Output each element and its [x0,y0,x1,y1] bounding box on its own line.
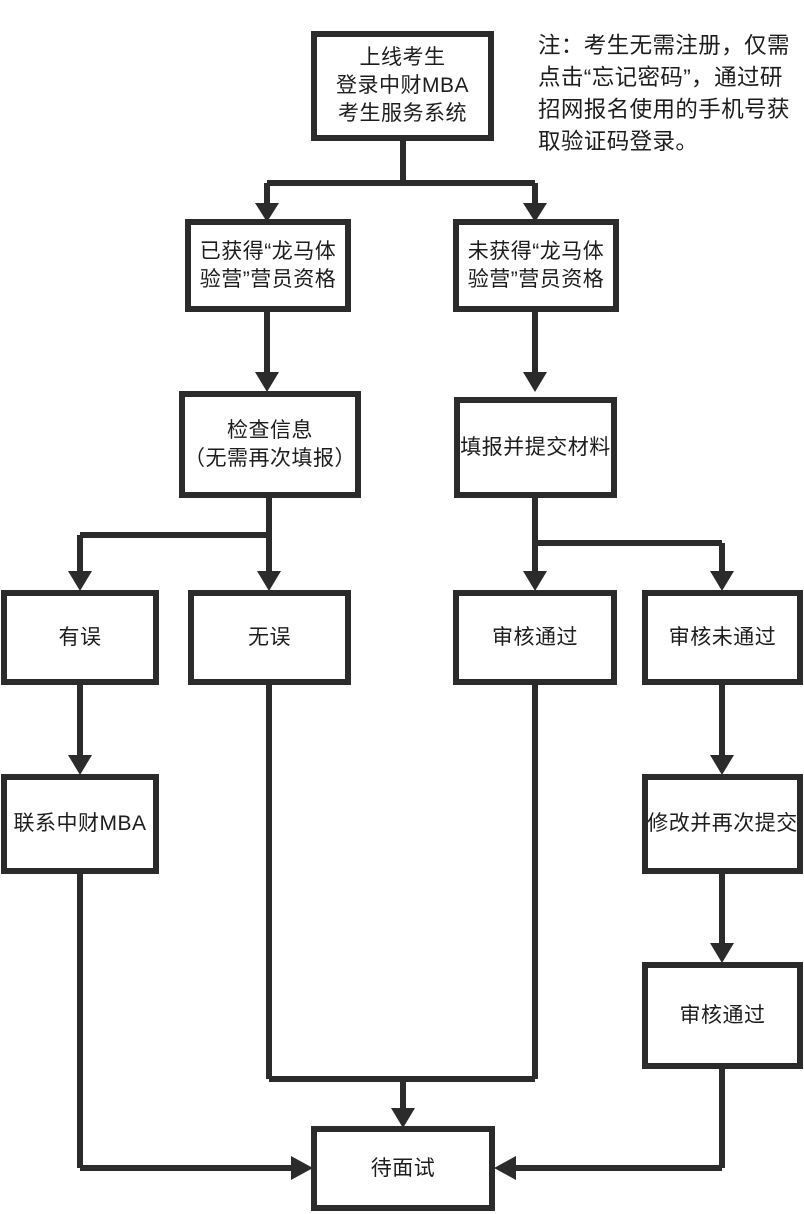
edge-revise-to-review-passed-2 [710,872,734,963]
node-pending-interview-box[interactable] [311,1126,495,1211]
edge-review-passed-to-pending [403,683,538,1082]
note-text: 注：考生无需注册，仅需点击“忘记密码”，通过研招网报名使用的手机号获取验证码登录… [538,33,790,154]
node-submit-materials-box[interactable] [454,397,617,498]
edge-qualified-to-check-info [255,310,279,392]
node-revise-resubmit-box[interactable] [642,774,803,874]
node-start-box[interactable] [311,31,494,141]
edge-contact-to-pending [77,872,313,1180]
edge-has-error-to-contact [68,683,92,775]
node-has-error-box[interactable] [1,590,159,685]
node-qualified-box[interactable] [185,219,351,312]
node-review-failed-box[interactable] [642,590,803,685]
edge-no-error-to-pending [266,683,415,1128]
edge-review-passed-2-to-pending [494,1067,725,1180]
node-no-error-box[interactable] [188,590,351,685]
edge-not-qualified-to-submit [523,310,547,392]
edge-start-to-branch [255,140,547,222]
node-review-passed-box[interactable] [453,590,617,685]
node-review-passed-2-box[interactable] [642,962,803,1069]
edge-check-info-to-results [68,496,281,591]
edge-submit-to-review [523,496,734,591]
node-not-qualified-box[interactable] [453,219,619,312]
edge-review-failed-to-revise [710,683,734,775]
node-contact-mba-box[interactable] [1,774,159,874]
node-check-info-box[interactable] [179,391,361,498]
